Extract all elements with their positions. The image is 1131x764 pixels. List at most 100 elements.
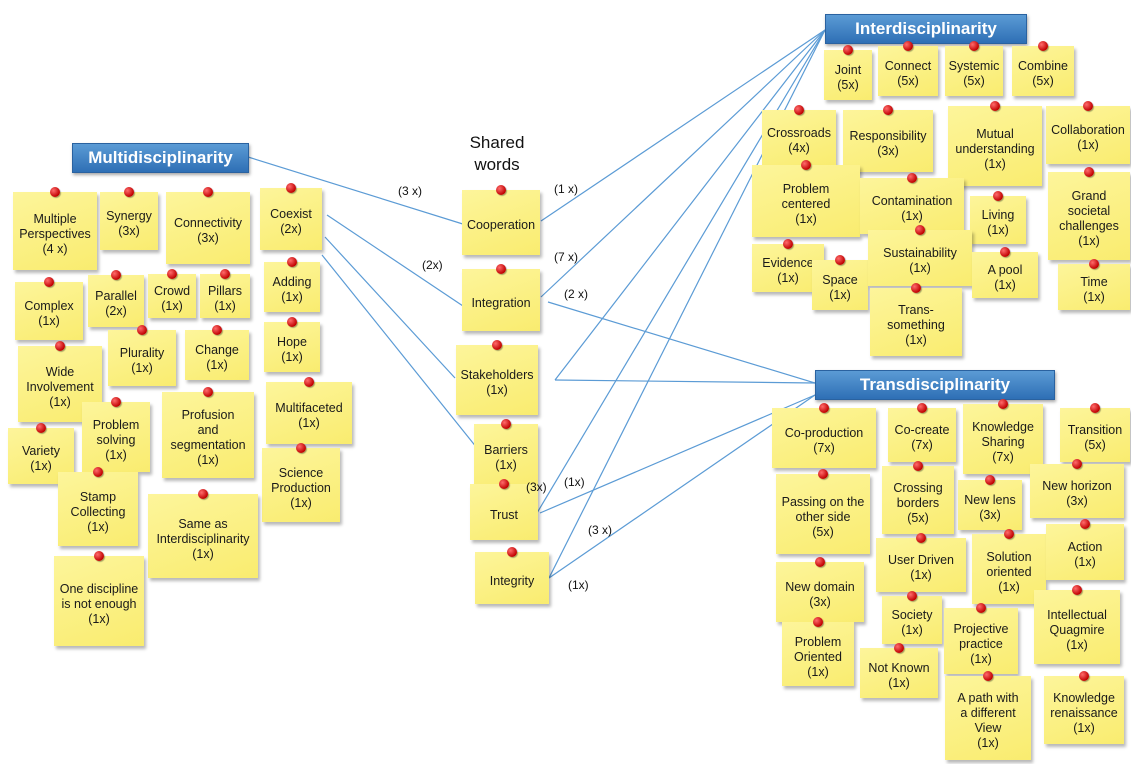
note-connectivity: Connectivity (3x) <box>166 187 250 264</box>
note-cooperation: Cooperation <box>462 185 540 255</box>
pin-icon <box>794 105 804 115</box>
note-plurality: Plurality (1x) <box>108 325 176 386</box>
note-new-domain: New domain (3x) <box>776 557 864 622</box>
pin-icon <box>883 105 893 115</box>
pin-icon <box>304 377 314 387</box>
pin-icon <box>111 397 121 407</box>
note-user-driven: User Driven (1x) <box>876 533 966 592</box>
count-label-inter-cooperation: (1 x) <box>554 182 578 196</box>
note-grand-societal-challenges: Grand societal challenges (1x) <box>1048 167 1130 260</box>
pin-icon <box>50 187 60 197</box>
note-responsibility: Responsibility (3x) <box>843 105 933 172</box>
pin-icon <box>911 283 921 293</box>
count-label-multi-cooperation: (3 x) <box>398 184 422 198</box>
note-same-as-interdisciplinarity: Same as Interdisciplinarity (1x) <box>148 489 258 578</box>
pin-icon <box>1038 41 1048 51</box>
pin-icon <box>203 387 213 397</box>
count-label-inter-integration: (7 x) <box>554 250 578 264</box>
note-new-lens: New lens (3x) <box>958 475 1022 530</box>
note-problem-centered: Problem centered (1x) <box>752 160 860 237</box>
note-systemic: Systemic (5x) <box>945 41 1003 96</box>
interdisciplinarity-header: Interdisciplinarity <box>825 14 1027 44</box>
note-co-production: Co-production (7x) <box>772 403 876 468</box>
pin-icon <box>783 239 793 249</box>
pin-icon <box>916 533 926 543</box>
note-problem-solving: Problem solving (1x) <box>82 397 150 472</box>
pin-icon <box>1079 671 1089 681</box>
pin-icon <box>507 547 517 557</box>
connector-multi-integration <box>326 214 467 309</box>
pin-icon <box>894 643 904 653</box>
pin-icon <box>818 469 828 479</box>
note-new-horizon: New horizon (3x) <box>1030 459 1124 518</box>
connector-inter-cooperation <box>540 29 826 222</box>
shared-words-title: Shared words <box>469 133 525 174</box>
note-a-pool: A pool (1x) <box>972 247 1038 298</box>
note-crossroads: Crossroads (4x) <box>762 105 836 166</box>
note-time: Time (1x) <box>1058 259 1130 310</box>
note-problem-oriented: Problem Oriented (1x) <box>782 617 854 686</box>
note-joint: Joint (5x) <box>824 45 872 100</box>
note-wide-involvement: Wide Involvement (1x) <box>18 341 102 422</box>
note-collaboration: Collaboration (1x) <box>1046 101 1130 164</box>
pin-icon <box>492 340 502 350</box>
count-label-multi-integration: (2x) <box>422 258 443 272</box>
pin-icon <box>907 591 917 601</box>
note-profusion-segmentation: Profusion and segmentation (1x) <box>162 387 254 478</box>
pin-icon <box>985 475 995 485</box>
pin-icon <box>501 419 511 429</box>
note-multifaceted: Multifaceted (1x) <box>266 377 352 444</box>
note-combine: Combine (5x) <box>1012 41 1074 96</box>
pin-icon <box>976 603 986 613</box>
note-complex: Complex (1x) <box>15 277 83 340</box>
count-label-integrity-lower: (1x) <box>568 578 589 592</box>
note-trust: Trust <box>470 479 538 540</box>
pin-icon <box>813 617 823 627</box>
note-contamination: Contamination (1x) <box>860 173 964 234</box>
note-hope: Hope (1x) <box>264 317 320 372</box>
count-label-trust-right: (1x) <box>564 475 585 489</box>
pin-icon <box>203 187 213 197</box>
pin-icon <box>990 101 1000 111</box>
pin-icon <box>993 191 1003 201</box>
pin-icon <box>55 341 65 351</box>
pin-icon <box>1089 259 1099 269</box>
pin-icon <box>286 183 296 193</box>
pin-icon <box>124 187 134 197</box>
note-knowledge-sharing: Knowledge Sharing (7x) <box>963 399 1043 474</box>
note-trans-something: Trans- something (1x) <box>870 283 962 356</box>
pin-icon <box>801 160 811 170</box>
note-science-production: Science Production (1x) <box>262 443 340 522</box>
note-knowledge-renaissance: Knowledge renaissance (1x) <box>1044 671 1124 744</box>
note-synergy: Synergy (3x) <box>100 187 158 250</box>
note-action: Action (1x) <box>1046 519 1124 580</box>
note-living: Living (1x) <box>970 191 1026 244</box>
note-barriers: Barriers (1x) <box>474 419 538 486</box>
note-projective-practice: Projective practice (1x) <box>944 603 1018 674</box>
pin-icon <box>1000 247 1010 257</box>
pin-icon <box>36 423 46 433</box>
connector-multi-barriers <box>321 254 478 449</box>
connector-trans-stakeholders <box>554 379 816 384</box>
connector-trans-integrity <box>548 394 816 579</box>
pin-icon <box>287 317 297 327</box>
pin-icon <box>496 185 506 195</box>
pin-icon <box>983 671 993 681</box>
pin-icon <box>499 479 509 489</box>
pin-icon <box>843 45 853 55</box>
count-label-trans-integration: (2 x) <box>564 287 588 301</box>
pin-icon <box>969 41 979 51</box>
count-label-trust-left: (3x) <box>526 480 547 494</box>
pin-icon <box>287 257 297 267</box>
pin-icon <box>1090 403 1100 413</box>
pin-icon <box>111 270 121 280</box>
multidisciplinarity-header: Multidisciplinarity <box>72 143 249 173</box>
note-coexist: Coexist (2x) <box>260 183 322 250</box>
pin-icon <box>44 277 54 287</box>
pin-icon <box>1072 459 1082 469</box>
count-label-integrity-upper: (3 x) <box>588 523 612 537</box>
connector-trans-trust <box>539 394 816 514</box>
note-mutual-understanding: Mutual understanding (1x) <box>948 101 1042 186</box>
note-integration: Integration <box>462 264 540 331</box>
